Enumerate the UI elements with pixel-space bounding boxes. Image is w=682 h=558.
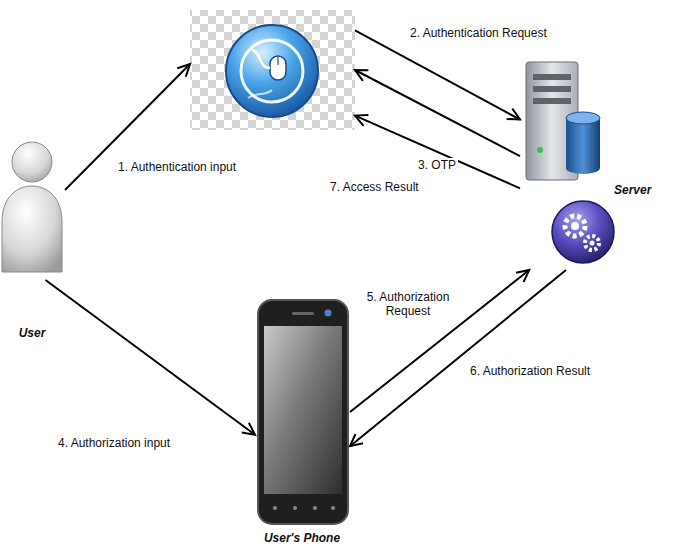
arrow-connector xyxy=(350,270,529,412)
phone-icon xyxy=(258,300,348,524)
server-icon xyxy=(526,62,600,180)
node-label: User xyxy=(19,326,46,340)
client-node xyxy=(190,10,355,130)
edge-label: 5. Authorization Request xyxy=(354,290,462,318)
node-label: User's Phone xyxy=(264,531,340,545)
edge-label: 2. Authentication Request xyxy=(408,26,549,40)
arrow-connector xyxy=(350,270,566,446)
server-node: Server xyxy=(520,55,612,270)
node-label: Server xyxy=(614,183,651,197)
edge-label: 7. Access Result xyxy=(328,180,421,194)
edge-label: 4. Authorization input xyxy=(56,436,172,450)
user-icon xyxy=(2,142,62,272)
user-node: User xyxy=(0,130,65,280)
arrow-connector xyxy=(355,30,520,119)
edge-label: 1. Authentication input xyxy=(116,160,238,174)
arrow-connector xyxy=(46,280,256,435)
phone-node: User's Phone xyxy=(255,298,350,526)
client-app-icon xyxy=(190,10,355,130)
gear-icon xyxy=(552,201,614,263)
arrow-connector xyxy=(355,70,520,156)
edge-label: 3. OTP xyxy=(416,158,458,172)
edge-label: 6. Authorization Result xyxy=(468,364,592,378)
arrow-connector xyxy=(355,116,520,189)
